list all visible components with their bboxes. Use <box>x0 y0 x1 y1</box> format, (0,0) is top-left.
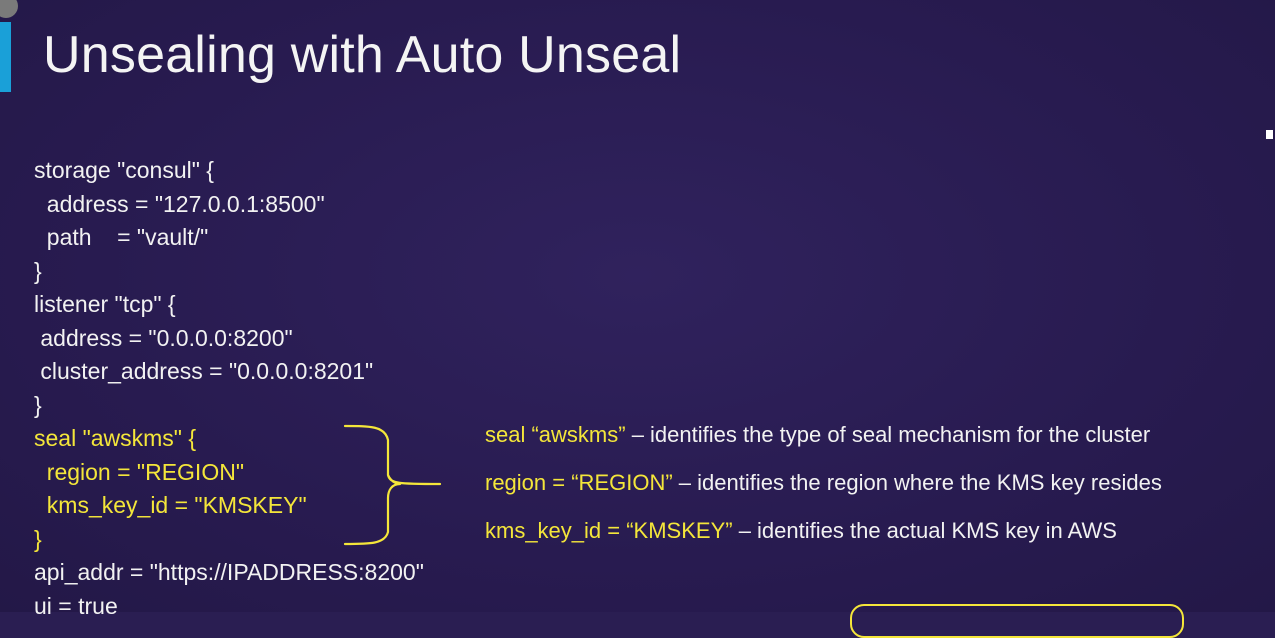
code-line-seal-close: } <box>34 525 42 552</box>
code-line: storage "consul" { <box>34 157 214 183</box>
description-key: kms_key_id = “KMSKEY” <box>485 518 733 543</box>
code-line: } <box>34 391 42 418</box>
code-line-region: region = "REGION" <box>34 458 244 485</box>
code-line: listener "tcp" { <box>34 291 176 317</box>
edge-marker <box>1266 130 1273 139</box>
description-key: seal “awskms” <box>485 422 626 447</box>
description-text: – identifies the type of seal mechanism … <box>625 422 1151 447</box>
code-line: address = "127.0.0.1:8500" <box>34 190 325 217</box>
code-line-seal: seal "awskms" { <box>34 425 197 451</box>
description-key: region = “REGION” <box>485 470 673 495</box>
description-text: – identifies the region where the KMS ke… <box>672 470 1162 495</box>
corner-dot <box>0 0 18 18</box>
curly-brace-connector <box>343 424 442 546</box>
code-line-kms-key: kms_key_id = "KMSKEY" <box>34 492 307 518</box>
code-line: } <box>34 257 42 284</box>
description-kms-key: kms_key_id = “KMSKEY” – identifies the a… <box>485 516 1117 546</box>
code-line: address = "0.0.0.0:8200" <box>34 324 293 351</box>
title-accent-bar <box>0 22 11 92</box>
callout-box <box>850 604 1184 638</box>
description-text: – identifies the actual KMS key in AWS <box>732 518 1117 543</box>
code-line: ui = true <box>34 592 118 619</box>
code-line: api_addr = "https://IPADDRESS:8200" <box>34 559 424 585</box>
code-line: path = "vault/" <box>34 224 209 250</box>
description-seal: seal “awskms” – identifies the type of s… <box>485 420 1150 450</box>
config-code-block: storage "consul" { address = "127.0.0.1:… <box>34 154 424 623</box>
slide-title: Unsealing with Auto Unseal <box>43 26 682 84</box>
description-region: region = “REGION” – identifies the regio… <box>485 468 1162 498</box>
code-line: cluster_address = "0.0.0.0:8201" <box>34 358 374 384</box>
